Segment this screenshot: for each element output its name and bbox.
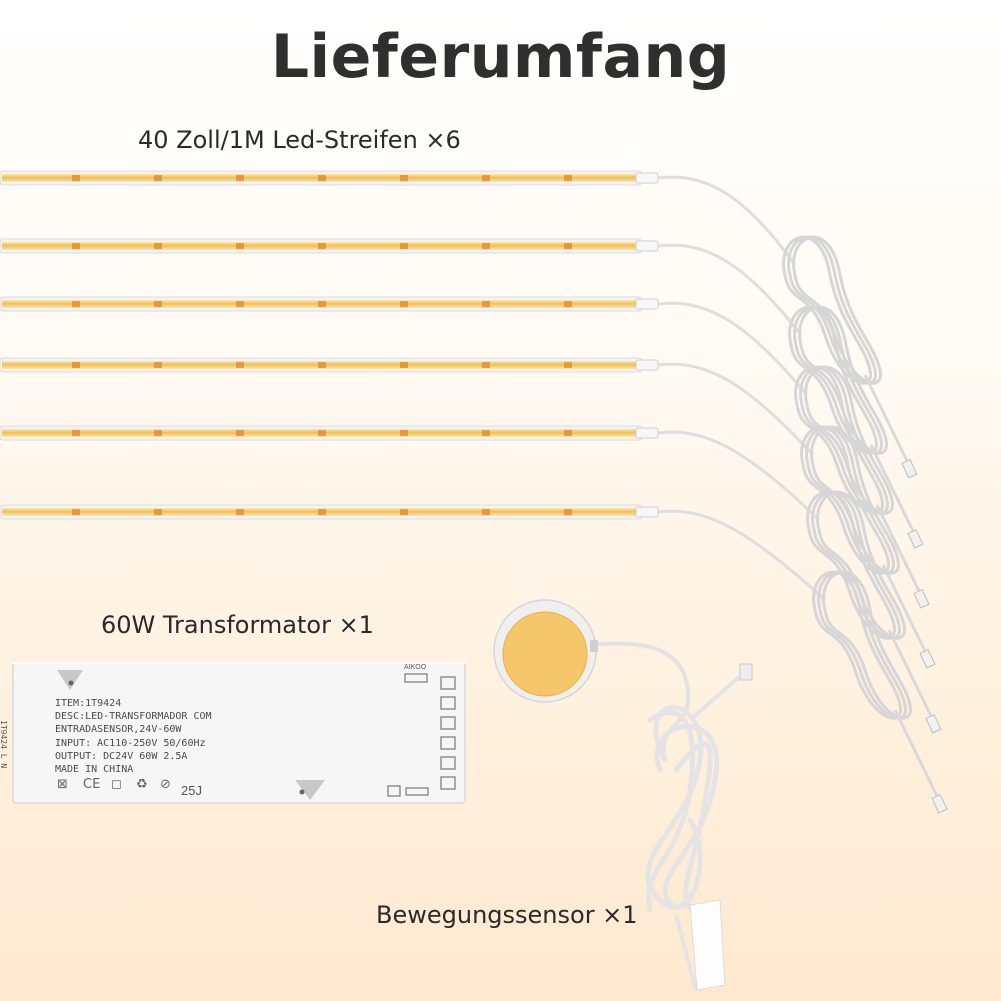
transformer-icon [12, 662, 466, 804]
rohs-icon: ⊘ [160, 777, 171, 792]
transformer-brand: AIKOO [404, 664, 427, 671]
cable-coil-icon [657, 430, 942, 734]
led-strip-icon [0, 170, 659, 186]
led-strip-icon [0, 357, 659, 373]
transformer-caption: 60W Transformator ×1 [101, 611, 374, 639]
label-line: ENTRADASENSOR,24V-60W [55, 724, 182, 736]
label-line: DESC:LED-TRANSFORMADOR COM [55, 711, 212, 723]
cable-coils-group [657, 175, 948, 814]
ce-mark: CE [83, 777, 101, 792]
led-strip-icon [0, 504, 659, 520]
label-line: OUTPUT: DC24V 60W 2.5A [55, 750, 188, 762]
sensor-caption: Bewegungssensor ×1 [376, 901, 638, 929]
label-line: ITEM:1T9424 [55, 698, 122, 709]
led-strips-group [0, 170, 659, 520]
led-strip-icon [0, 425, 659, 441]
weee-icon: ⊠ [57, 777, 68, 792]
led-strips-caption: 40 Zoll/1M Led-Streifen ×6 [138, 126, 461, 154]
class2-icon: ◻ [111, 777, 122, 792]
label-line: MADE IN CHINA [55, 764, 134, 776]
transformer-side-print: 1T9424 L N [0, 720, 8, 768]
cable-coil-icon [657, 243, 924, 549]
transformer-code: 25J [181, 783, 202, 798]
cable-coil-icon [657, 509, 948, 814]
cable-coil-icon [657, 301, 930, 609]
page-title: Lieferumfang [270, 22, 731, 92]
label-line: INPUT: AC110-250V 50/60Hz [55, 737, 206, 749]
led-strip-icon [0, 238, 659, 254]
motion-sensor-icon [493, 599, 753, 991]
recycle-icon: ♻ [136, 777, 148, 792]
cable-coil-icon [657, 362, 936, 669]
led-strip-icon [0, 296, 659, 312]
